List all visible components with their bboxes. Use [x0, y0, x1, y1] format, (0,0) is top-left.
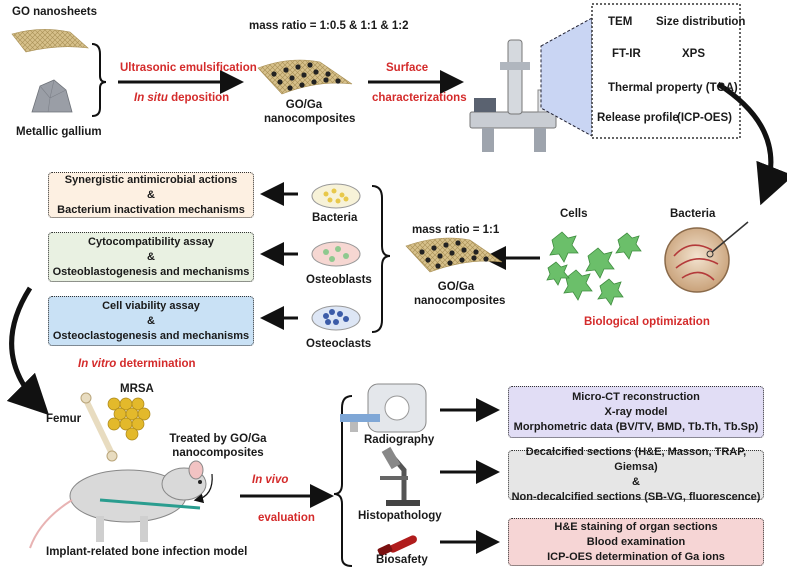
blood-tube-image	[377, 535, 417, 556]
biosafety-line3: ICP-OES determination of Ga ions	[547, 550, 725, 563]
mouse-model-image	[29, 460, 207, 549]
radiography-label: Radiography	[364, 434, 435, 446]
gallium-rock-image	[31, 79, 73, 113]
treated-label: Treated by GO/Ga nanocomposites	[164, 432, 272, 460]
composite-middle-label: GO/Ga nanocomposites	[414, 280, 506, 308]
characterizations-label: characterizations	[372, 92, 467, 104]
antimicrobial-box: Synergistic antimicrobial actions & Bact…	[48, 172, 254, 218]
biological-optimization-label: Biological optimization	[584, 316, 710, 328]
ultrasonic-label: Ultrasonic emulsification	[120, 62, 257, 74]
bacteria-dish-image	[311, 183, 361, 209]
composite-top-line1: GO/Ga	[285, 99, 323, 111]
characterization-box	[591, 3, 741, 139]
go-nanosheets-label: GO nanosheets	[12, 6, 97, 18]
mrsa-cluster-image	[107, 397, 151, 441]
antimicrobial-line1: Synergistic antimicrobial actions	[64, 173, 238, 186]
composite-top-label: GO/Ga nanocomposites	[264, 98, 356, 126]
treatment-arrow	[193, 473, 213, 504]
histopathology-line2: &	[632, 476, 640, 488]
release-profile-label: Release profile	[597, 112, 679, 124]
composite-middle-line1: GO/Ga	[437, 281, 475, 293]
cells-image	[546, 231, 642, 306]
bacteria-petri-dish-image	[664, 221, 749, 293]
viability-line2: &	[147, 314, 155, 327]
in-situ-italic: In situ	[134, 92, 168, 104]
tem-label: TEM	[608, 16, 633, 28]
treated-line2: nanocomposites	[172, 447, 264, 459]
antimicrobial-line3: Bacterium inactivation mechanisms	[57, 203, 245, 216]
in-vivo-label: In vivo	[252, 474, 289, 486]
mass-ratio-middle: mass ratio = 1:1	[412, 224, 500, 236]
histopathology-label: Histopathology	[358, 510, 442, 522]
brace-middle	[371, 185, 391, 333]
cell-viability-box: Cell viability assay & Osteoclastogenesi…	[48, 296, 254, 346]
radiography-box: Micro-CT reconstruction X-ray model Morp…	[508, 386, 764, 438]
antimicrobial-line2: &	[147, 188, 155, 201]
bacteria-right-label: Bacteria	[670, 208, 716, 220]
in-vitro-rest: determination	[116, 358, 196, 370]
osteoclasts-dish-image	[311, 305, 361, 331]
surface-label: Surface	[386, 62, 429, 74]
cytocompatibility-box: Cytocompatibility assay & Osteoblastogen…	[48, 232, 254, 282]
curved-arrow-left	[6, 286, 50, 416]
histopathology-line3: Non-decalcified sections (SB-VG, fluores…	[511, 491, 761, 503]
femur-label: Femur	[46, 413, 82, 425]
cytocompat-line3: Osteoblastogenesis and mechanisms	[52, 265, 250, 278]
in-situ-label: In situ deposition	[134, 92, 229, 104]
metallic-gallium-label: Metallic gallium	[16, 126, 102, 138]
bacteria-dish-label: Bacteria	[312, 212, 358, 224]
brace-top	[91, 43, 107, 117]
in-vitro-label: In vitro determination	[78, 358, 196, 370]
viability-line1: Cell viability assay	[102, 299, 200, 312]
viability-line3: Osteoclastogenesis and mechanisms	[52, 329, 250, 342]
radiography-line3: Morphometric data (BV/TV, BMD, Tb.Th, Tb…	[513, 420, 759, 433]
in-situ-rest: deposition	[167, 92, 230, 104]
evaluation-label: evaluation	[258, 512, 315, 524]
cytocompat-line1: Cytocompatibility assay	[88, 235, 214, 248]
histopathology-box: Decalcified sections (H&E, Masson, TRAP,…	[508, 446, 764, 503]
composite-middle-line2: nanocomposites	[414, 295, 506, 307]
go-ga-composite-image-middle	[405, 237, 503, 273]
tem-microscope-image	[469, 39, 597, 152]
ftir-label: FT-IR	[612, 48, 641, 60]
size-distribution-label: Size distribution	[656, 16, 746, 28]
radiography-line1: Micro-CT reconstruction	[572, 390, 700, 403]
treated-line1: Treated by GO/Ga	[169, 433, 267, 445]
curved-arrow-right	[716, 81, 787, 206]
implant-model-label: Implant-related bone infection model	[46, 546, 248, 558]
ct-scanner-image	[340, 383, 427, 433]
radiography-line2: X-ray model	[604, 405, 668, 418]
mass-ratio-top: mass ratio = 1:0.5 & 1:1 & 1:2	[249, 20, 409, 32]
osteoclasts-label: Osteoclasts	[306, 338, 372, 350]
osteoblasts-label: Osteoblasts	[306, 274, 372, 286]
mrsa-label: MRSA	[120, 383, 154, 395]
cytocompat-line2: &	[147, 250, 155, 263]
biosafety-line1: H&E staining of organ sections	[554, 520, 718, 533]
biosafety-box: H&E staining of organ sections Blood exa…	[508, 518, 764, 566]
go-ga-composite-image-top	[257, 59, 353, 95]
femur-image	[80, 392, 118, 462]
brace-bottom	[333, 395, 353, 567]
in-vitro-italic: In vitro	[78, 358, 117, 370]
biosafety-line2: Blood examination	[586, 535, 686, 548]
tga-label: Thermal property (TGA)	[608, 82, 738, 94]
biosafety-label: Biosafety	[376, 554, 428, 566]
cells-label: Cells	[560, 208, 588, 220]
histopathology-line1: Decalcified sections (H&E, Masson, TRAP,…	[525, 446, 747, 473]
xps-label: XPS	[682, 48, 706, 60]
composite-top-line2: nanocomposites	[264, 113, 356, 125]
microscope-image	[380, 446, 420, 506]
go-nanosheet-image	[11, 29, 89, 53]
osteoblasts-dish-image	[311, 241, 361, 267]
icp-oes-label: (ICP-OES)	[677, 112, 732, 124]
